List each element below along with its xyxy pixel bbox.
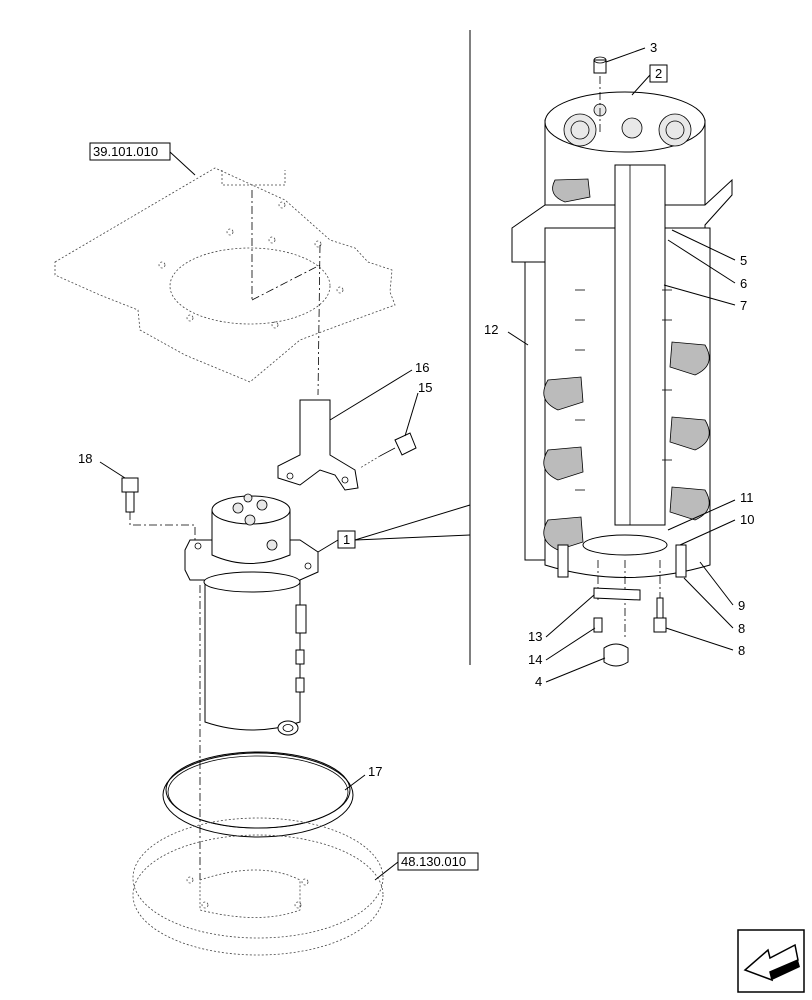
plug-3 [593,56,607,74]
reference-39-101-010[interactable]: 39.101.010 [89,142,196,176]
callout-8a[interactable]: 8 [683,577,745,636]
svg-text:8: 8 [738,643,745,658]
ref-bottom-label: 48.130.010 [401,854,466,869]
callout-15[interactable]: 15 [404,380,432,437]
svg-text:5: 5 [740,253,747,268]
swivel-joint-assembly [184,493,319,880]
svg-text:12: 12 [484,322,498,337]
reference-48-130-010[interactable]: 48.130.010 [374,852,479,881]
svg-text:16: 16 [415,360,429,375]
callout-16[interactable]: 16 [329,360,429,421]
svg-text:13: 13 [528,629,542,644]
plug-4 [603,643,629,667]
callout-5[interactable]: 5 [671,229,747,268]
callout-4[interactable]: 4 [535,657,606,689]
svg-text:18: 18 [78,451,92,466]
callout-6[interactable]: 6 [667,239,747,291]
svg-text:8: 8 [738,621,745,636]
ref-top-label: 39.101.010 [93,144,158,159]
callout-box-2[interactable]: 2 [631,64,668,96]
svg-text:7: 7 [740,298,747,313]
svg-text:17: 17 [368,764,382,779]
svg-text:9: 9 [738,598,745,613]
callout-box-1[interactable]: 1 [317,504,471,553]
callout-8b[interactable]: 8 [665,627,745,658]
svg-text:4: 4 [535,674,542,689]
svg-text:14: 14 [528,652,542,667]
bolt-15 [359,432,417,469]
callout-9[interactable]: 9 [699,561,745,613]
seal-ring-17 [162,751,354,838]
plate-13 [593,587,641,601]
callout-17[interactable]: 17 [344,764,382,791]
screw-14 [593,617,603,633]
swivel-joint-cutaway [511,60,733,640]
callout-10[interactable]: 10 [679,512,754,546]
arrow-back-icon[interactable] [737,929,805,993]
bolt-8 [653,597,667,633]
callout-12[interactable]: 12 [484,322,529,346]
box-2-label: 2 [655,66,662,81]
svg-text:3: 3 [650,40,657,55]
upper-frame-plate [54,167,396,396]
bolt-18 [121,477,196,540]
callout-11[interactable]: 11 [667,490,754,531]
box-1-label: 1 [343,532,350,547]
svg-text:11: 11 [740,490,754,505]
callout-13[interactable]: 13 [528,594,595,644]
svg-text:6: 6 [740,276,747,291]
bracket-16 [277,399,359,491]
callout-3[interactable]: 3 [605,40,657,63]
callout-14[interactable]: 14 [528,627,596,667]
svg-text:10: 10 [740,512,754,527]
callout-18[interactable]: 18 [78,451,126,479]
lower-frame-plate [132,817,384,956]
callout-7[interactable]: 7 [663,284,747,313]
svg-text:15: 15 [418,380,432,395]
